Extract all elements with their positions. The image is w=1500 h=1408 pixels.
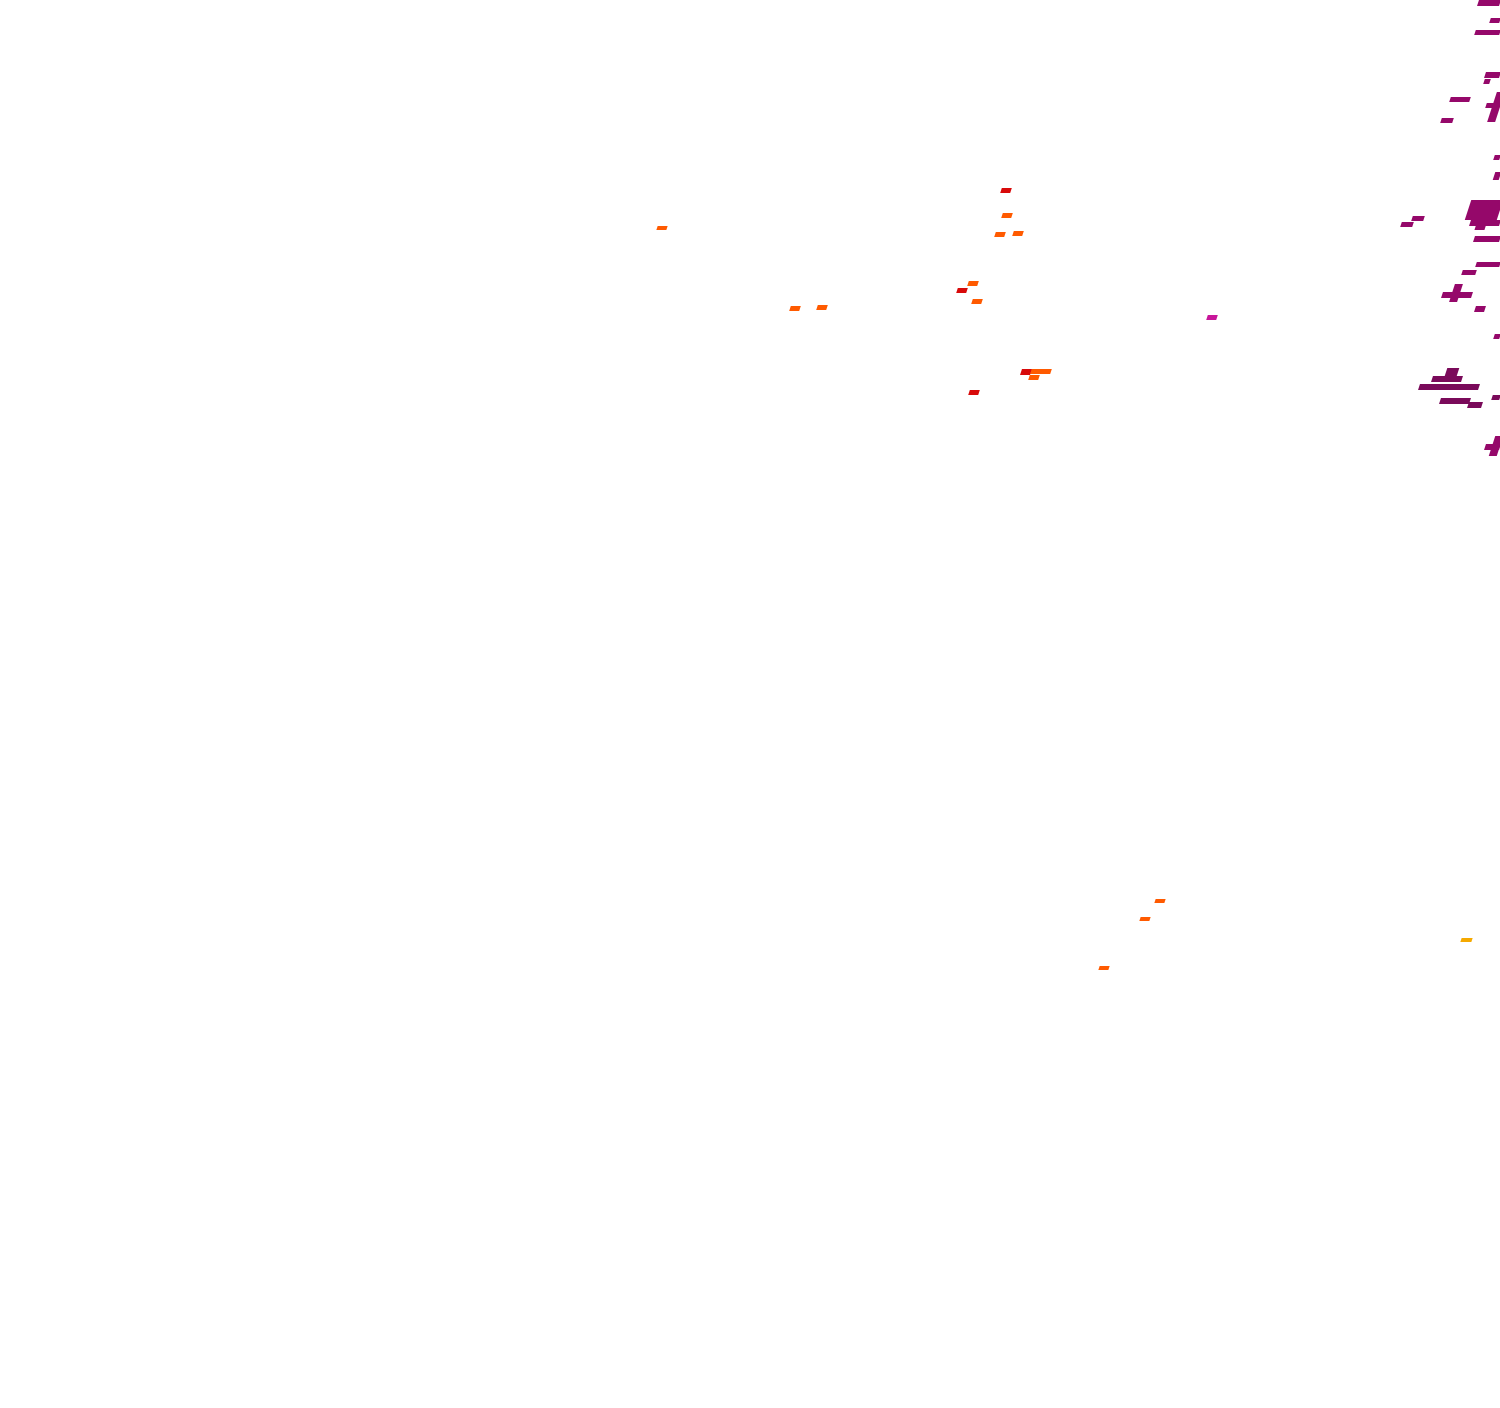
raster-cell	[1444, 368, 1460, 376]
raster-cell	[1139, 917, 1151, 921]
raster-cell	[1484, 72, 1500, 78]
raster-cell	[994, 232, 1006, 237]
raster-cell	[1030, 369, 1052, 374]
raster-cell	[1474, 306, 1486, 312]
raster-cell	[971, 299, 983, 304]
raster-cell	[1001, 213, 1013, 218]
raster-cell	[1431, 376, 1463, 382]
raster-cell	[1418, 384, 1480, 390]
raster-cell	[1467, 402, 1483, 408]
raster-cell	[789, 306, 801, 311]
raster-cell	[1460, 938, 1473, 942]
raster-cell	[1461, 270, 1477, 275]
raster-cell	[1206, 315, 1218, 320]
raster-cell	[1473, 236, 1500, 242]
raster-cell	[1474, 30, 1500, 35]
raster-cell	[1489, 18, 1500, 23]
raster-cell	[956, 288, 968, 293]
raster-cell	[1493, 155, 1500, 160]
raster-cell	[968, 390, 980, 395]
raster-cell	[1492, 172, 1500, 180]
raster-cell	[1028, 375, 1040, 380]
raster-cell	[1400, 222, 1414, 227]
raster-cell	[1475, 262, 1500, 267]
raster-cell	[1493, 334, 1500, 339]
raster-cell	[656, 226, 668, 230]
raster-cell	[1440, 118, 1454, 123]
raster-cell	[1483, 79, 1491, 84]
raster-cell	[1154, 899, 1166, 903]
raster-cell	[1098, 966, 1110, 970]
raster-cell	[1449, 97, 1471, 102]
raster-cell	[1477, 0, 1500, 6]
raster-cell	[1012, 231, 1024, 236]
raster-cell	[1000, 188, 1012, 193]
raster-cell	[1020, 369, 1032, 375]
raster-cell	[967, 281, 979, 286]
raster-cell	[1474, 208, 1492, 230]
raster-cell	[1485, 103, 1500, 108]
raster-cell	[1411, 216, 1425, 221]
raster-cell	[1491, 395, 1500, 400]
raster-cell	[1439, 398, 1471, 404]
raster-cell	[1449, 284, 1463, 302]
raster-cell	[816, 305, 828, 310]
